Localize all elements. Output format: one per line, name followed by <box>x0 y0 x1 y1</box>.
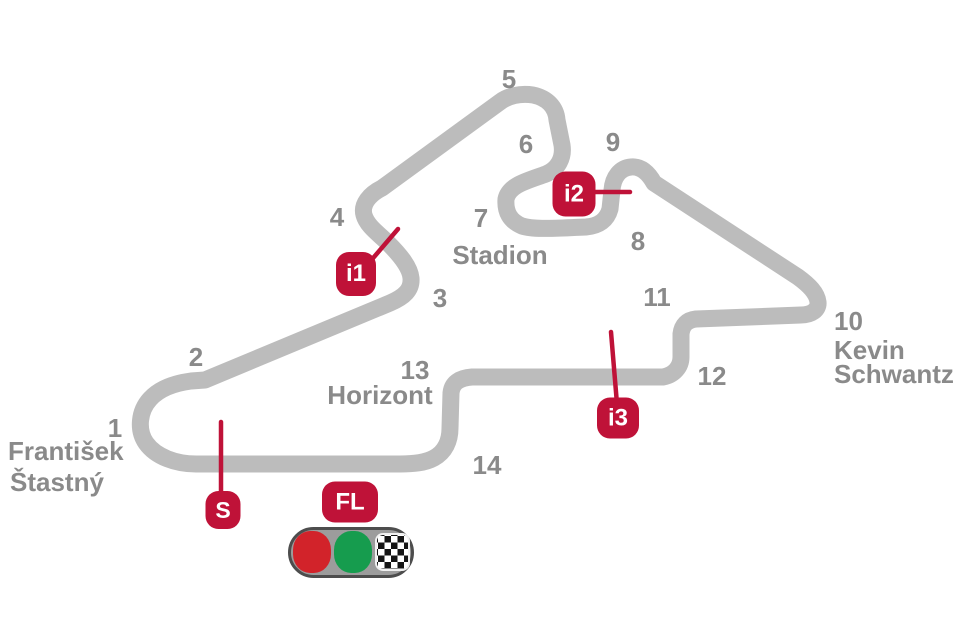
info-marker-i1: i1 <box>336 252 376 296</box>
red-light-icon <box>293 531 331 573</box>
corner-label-1: 1 <box>107 413 123 443</box>
corner-name-schwantz: Schwantz <box>834 359 954 389</box>
corner-label-3: 3 <box>432 283 448 313</box>
corner-name-kevin: Kevin <box>834 335 905 365</box>
corner-label-5: 5 <box>501 64 517 94</box>
corner-name-stastny: Štastný <box>10 467 104 497</box>
green-light-icon <box>334 531 372 573</box>
corner-label-13: 13 <box>400 355 430 385</box>
section-label-stadion: Stadion <box>452 240 548 270</box>
corner-label-8: 8 <box>630 226 646 256</box>
info-marker-i3: i3 <box>597 397 639 439</box>
checkered-flag-icon <box>375 533 410 571</box>
section-label-horizont: Horizont <box>327 380 433 410</box>
finish-line-marker: FL <box>322 481 378 523</box>
corner-label-10: 10 <box>834 306 863 336</box>
corner-label-2: 2 <box>188 342 204 372</box>
traffic-light <box>288 527 414 578</box>
info3-marker-line <box>608 329 620 407</box>
corner-label-11: 11 <box>643 282 671 312</box>
corner-label-4: 4 <box>329 202 345 232</box>
corner-name-frantisek: František <box>8 436 124 466</box>
corner-label-12: 12 <box>697 361 727 391</box>
corner-label-14: 14 <box>472 450 502 480</box>
start-marker: S <box>205 491 241 529</box>
corner-label-9: 9 <box>605 127 621 157</box>
corner-label-6: 6 <box>518 129 534 159</box>
corner-label-7: 7 <box>473 203 489 233</box>
info-marker-i2: i2 <box>552 171 596 217</box>
track-outline <box>131 85 827 473</box>
